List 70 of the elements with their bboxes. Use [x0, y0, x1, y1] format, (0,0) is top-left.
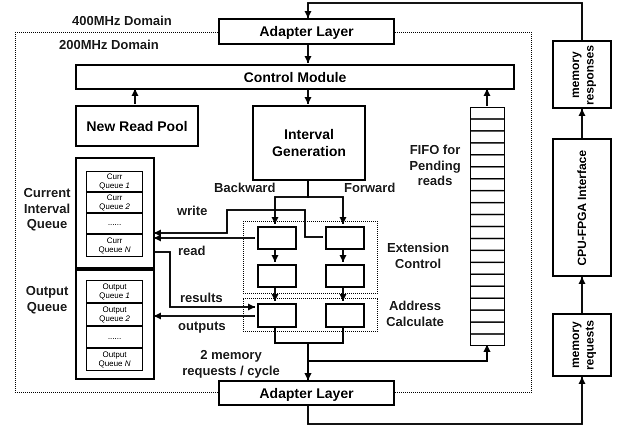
- module-box: [252, 105, 366, 181]
- module-box: [75, 64, 515, 90]
- domain-label: 400MHz Domain: [72, 13, 172, 29]
- group-label: Address Calculate: [385, 298, 445, 330]
- slot-label: Curr Queue 2: [98, 194, 131, 212]
- module-box: [218, 18, 395, 45]
- arrow: [154, 312, 255, 320]
- process-box: [257, 303, 297, 328]
- arrow: [304, 45, 312, 63]
- process-box: [257, 264, 297, 288]
- block-box: [552, 138, 612, 277]
- queue-slot: [86, 213, 143, 234]
- side-caption: FIFO for Pending reads: [408, 142, 462, 189]
- arrow: [484, 89, 490, 106]
- edge-label: write: [177, 203, 208, 219]
- group-label: Extension Control: [386, 240, 450, 272]
- arrow: [578, 277, 586, 313]
- arrow: [272, 248, 278, 262]
- queue-slot: [86, 303, 143, 326]
- arrow: [304, 89, 312, 104]
- arrow: [132, 89, 138, 104]
- slot-label: Output Queue 2: [98, 306, 131, 324]
- slot-label: Curr Queue 1: [98, 172, 131, 190]
- box-label: Adapter Layer: [259, 384, 354, 402]
- slot-label: Output Queue 1: [98, 282, 131, 300]
- module-box: [75, 105, 199, 147]
- arrow: [307, 180, 346, 224]
- slot-label: Curr Queue N: [97, 236, 132, 254]
- block-box: [552, 313, 612, 377]
- arrow: [340, 248, 346, 262]
- box-label: memory requests: [568, 318, 596, 372]
- module-box: [218, 380, 395, 406]
- queue-slot: [86, 280, 143, 303]
- box-label: memory responses: [568, 43, 596, 107]
- box-label: CPU-FPGA Interface: [574, 150, 590, 266]
- arrow: [154, 209, 323, 238]
- box-label: Control Module: [244, 68, 346, 86]
- arrow: [578, 109, 586, 138]
- process-box: [325, 303, 365, 328]
- edge-label: read: [178, 243, 206, 259]
- box-label: Interval Generation: [271, 126, 347, 160]
- edge-label: Backward: [214, 180, 276, 196]
- process-box: [257, 226, 297, 250]
- group-label: 200MHz Domain: [59, 37, 159, 53]
- box-label: Adapter Layer: [259, 23, 354, 40]
- queue-slot: [86, 348, 143, 371]
- annotation-label: 2 memory requests / cycle: [181, 347, 281, 378]
- box-label: New Read Pool: [86, 118, 188, 134]
- arrow: [304, 2, 583, 40]
- process-box: [325, 264, 365, 288]
- arrow: [340, 286, 346, 301]
- slot-label: Output Queue N: [97, 350, 132, 368]
- arrow: [154, 234, 255, 242]
- block-box: [552, 40, 612, 109]
- queue-slot: [86, 326, 143, 348]
- queue-slot: [86, 192, 143, 213]
- group-label: Current Interval Queue: [22, 185, 72, 232]
- group-label: Output Queue: [24, 283, 70, 314]
- arrow: [307, 377, 586, 425]
- queue-slot: [86, 171, 143, 192]
- arrow: [272, 286, 278, 301]
- annotation-label: results: [180, 290, 223, 306]
- queue-slot: [86, 234, 143, 257]
- edge-label: Forward: [344, 180, 396, 196]
- process-box: [325, 226, 365, 250]
- arrow: [307, 326, 490, 362]
- slot-label: ......: [108, 219, 122, 228]
- arrow: [154, 251, 255, 310]
- slot-label: ......: [108, 332, 122, 342]
- edge-label: outputs: [178, 318, 226, 334]
